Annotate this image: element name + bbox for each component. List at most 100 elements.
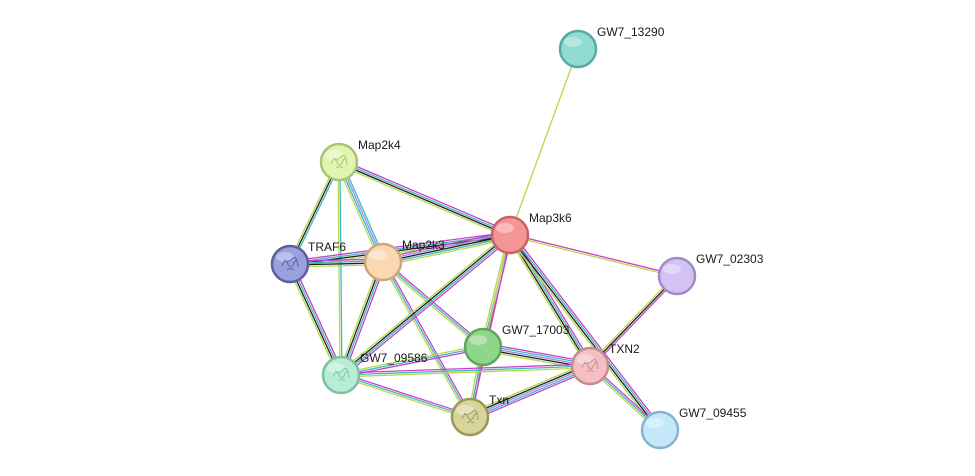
edge-strand [340, 363, 590, 374]
edge-strand [290, 263, 343, 375]
node-circle [319, 142, 359, 182]
node-circle [570, 346, 610, 386]
node-GW7_09586[interactable]: GW7_09586 [321, 351, 428, 395]
edge-strand [510, 234, 662, 430]
edge-strand [339, 233, 510, 375]
node-Txn[interactable]: Txn [450, 393, 509, 437]
node-circle [463, 327, 503, 367]
edge-Map3k6-TXN2[interactable] [507, 233, 593, 368]
edge-strand [383, 238, 511, 267]
edge-strand [382, 234, 511, 263]
edge-strand [289, 231, 510, 262]
node-label: GW7_09455 [679, 406, 747, 420]
node-label: TXN2 [609, 342, 640, 356]
edge-Map3k6-GW7_02303[interactable] [509, 233, 678, 278]
node-circle [657, 256, 697, 296]
edge-strand [382, 261, 471, 418]
protein-structure-icon [581, 358, 599, 373]
edge-strand [511, 233, 593, 365]
protein-structure-icon [330, 154, 348, 169]
edge-strand [340, 376, 470, 420]
node-label: GW7_09586 [360, 351, 428, 365]
node-label: GW7_02303 [696, 252, 764, 266]
edge-strand [508, 235, 590, 367]
node-circle [363, 242, 403, 282]
edge-strand [288, 264, 341, 376]
edge-strand [468, 361, 589, 415]
node-highlight [325, 150, 343, 160]
edge-TXN2-Txn[interactable] [468, 361, 592, 422]
edge-strand [341, 372, 471, 416]
node-circle [640, 410, 680, 450]
edge-GW7_09586-Txn[interactable] [340, 372, 471, 420]
edge-strand [337, 162, 341, 376]
edge-Map3k6-GW7_09586[interactable] [338, 232, 513, 378]
node-label: GW7_17003 [502, 323, 570, 337]
node-GW7_09455[interactable]: GW7_09455 [640, 406, 747, 450]
node-label: GW7_13290 [597, 25, 665, 39]
edge-Map2k4-Map3k6[interactable] [337, 158, 512, 239]
node-label: Txn [489, 393, 509, 407]
edge-strand [339, 158, 512, 233]
edge-strand [382, 230, 510, 259]
protein-structure-icon [461, 409, 479, 424]
edge-TRAF6-GW7_09586[interactable] [286, 262, 345, 377]
node-Map3k6[interactable]: Map3k6 [490, 211, 572, 255]
node-highlight [369, 250, 387, 260]
edge-strand [590, 276, 679, 368]
edge-Map3k6-GW7_09455[interactable] [507, 232, 663, 433]
edge-strand [384, 260, 473, 417]
edge-strand [383, 236, 511, 265]
edge-strand [469, 363, 590, 416]
node-highlight [327, 363, 345, 373]
edge-strand [383, 260, 485, 347]
edge-strand [340, 344, 483, 374]
edge-GW7_13290-Map3k6[interactable] [509, 48, 579, 236]
node-highlight [564, 37, 582, 47]
node-highlight [496, 223, 514, 233]
edge-Map2k4-GW7_09586[interactable] [337, 161, 343, 376]
edge-strand [510, 234, 592, 366]
node-GW7_17003[interactable]: GW7_17003 [463, 323, 570, 367]
edge-strand [339, 161, 343, 375]
edge-strand [338, 162, 510, 237]
node-circle [321, 355, 361, 395]
edge-strand [508, 235, 660, 431]
node-highlight [646, 418, 664, 428]
node-highlight [456, 405, 474, 415]
edge-strand [507, 236, 589, 368]
node-circle [558, 29, 598, 69]
node-label: Map2k4 [358, 138, 401, 152]
node-TXN2[interactable]: TXN2 [570, 342, 640, 386]
node-Map2k3[interactable]: Map2k3 [363, 238, 445, 282]
edge-Map2k3-GW7_09586[interactable] [337, 260, 387, 377]
node-label: TRAF6 [308, 240, 346, 254]
node-circle [490, 215, 530, 255]
protein-structure-icon [281, 256, 299, 271]
edge-strand [341, 235, 512, 377]
edge-GW7_02303-TXN2[interactable] [588, 274, 679, 368]
edge-strand [343, 262, 387, 377]
protein-structure-icon [332, 367, 350, 382]
node-GW7_02303[interactable]: GW7_02303 [657, 252, 764, 296]
edge-strand [286, 264, 340, 377]
node-circle [270, 244, 310, 284]
edge-strand [340, 346, 484, 376]
node-label: Map2k3 [402, 238, 445, 252]
edge-strand [337, 260, 381, 375]
edge-strand [341, 262, 385, 376]
node-Map2k4[interactable]: Map2k4 [319, 138, 401, 182]
edge-Map2k3-Map3k6[interactable] [382, 230, 511, 267]
edge-strand [340, 365, 591, 376]
edge-Map2k3-Txn[interactable] [380, 260, 473, 419]
edge-strand [588, 274, 677, 366]
node-GW7_13290[interactable]: GW7_13290 [558, 25, 665, 69]
edge-strand [471, 368, 592, 422]
edge-GW7_09586-TXN2[interactable] [340, 363, 591, 378]
edge-Map2k3-GW7_17003[interactable] [381, 260, 485, 349]
edge-strand [510, 233, 678, 276]
node-TRAF6[interactable]: TRAF6 [270, 240, 346, 284]
node-highlight [469, 335, 487, 345]
